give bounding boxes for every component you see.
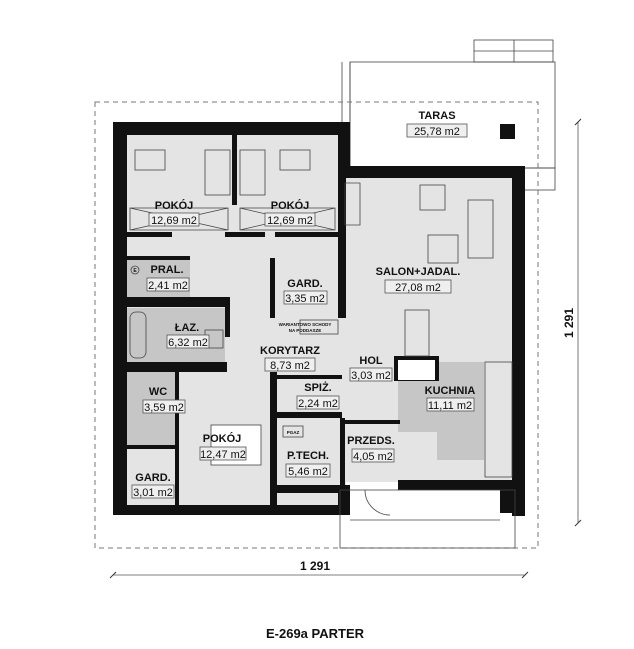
walls xyxy=(113,122,525,516)
room-label-pokoj-2: POKÓJ 12,69 m2 xyxy=(264,199,316,227)
room-name: POKÓJ xyxy=(155,199,194,212)
room-name: PRZEDS. xyxy=(347,435,395,447)
room-label-ptech: P.TECH. 5,46 m2 PGAZ xyxy=(282,425,331,478)
room-name: WC xyxy=(149,386,167,398)
room-area: 2,24 m2 xyxy=(298,398,338,410)
room-name: POKÓJ xyxy=(203,432,242,445)
room-name: POKÓJ xyxy=(271,199,310,212)
room-label-gard-1: GARD. 3,35 m2 xyxy=(283,278,328,305)
room-label-wc: WC 3,59 m2 xyxy=(142,386,186,414)
bathtub-icon xyxy=(129,311,147,359)
room-area: 4,05 m2 xyxy=(353,451,393,463)
room-label-spiz: SPIŻ. 2,24 m2 xyxy=(296,381,340,410)
room-area: 12,69 m2 xyxy=(267,215,313,227)
room-name: KUCHNIA xyxy=(425,385,476,397)
room-name: GARD. xyxy=(287,278,322,290)
room-area: 6,32 m2 xyxy=(168,337,208,349)
room-area: 5,46 m2 xyxy=(288,466,328,478)
plan-title: E-269a PARTER xyxy=(266,626,365,641)
boiler-icon xyxy=(282,425,304,438)
room-area: 3,01 m2 xyxy=(133,487,173,499)
bed-icon xyxy=(134,149,166,171)
room-name: TARAS xyxy=(418,110,455,122)
sofa-icon xyxy=(467,199,494,259)
note-line: NA PODDASZE xyxy=(289,328,322,333)
dimension-vertical: 1 291 xyxy=(562,118,582,527)
room-area: 25,78 m2 xyxy=(414,126,460,138)
dining-table-icon xyxy=(404,309,430,357)
roof-outline xyxy=(94,101,539,549)
room-label-przeds: PRZEDS. 4,05 m2 xyxy=(347,435,395,463)
table-icon xyxy=(427,234,459,264)
dimension-label: 1 291 xyxy=(562,308,576,338)
room-area: 8,73 m2 xyxy=(270,360,310,372)
room-label-pral: PRAL. 2,41 m2 E xyxy=(130,264,190,292)
room-name: P.TECH. xyxy=(287,450,329,462)
boiler-label: PGAZ xyxy=(287,430,300,435)
room-label-taras: TARAS 25,78 m2 xyxy=(406,110,468,138)
room-area: 12,47 m2 xyxy=(200,449,246,461)
room-area: 11,11 m2 xyxy=(428,400,472,412)
kitchen-counter-icon xyxy=(484,361,513,478)
room-name: SALON+JADAL. xyxy=(376,266,461,278)
room-name: KORYTARZ xyxy=(260,345,320,357)
room-area: 27,08 m2 xyxy=(395,282,441,294)
washer-icon xyxy=(130,265,140,275)
room-label-korytarz: KORYTARZ 8,73 m2 xyxy=(260,345,320,372)
room-name: SPIŻ. xyxy=(304,381,332,394)
stairs-note: WARIANTOWO SCHODY NA PODDASZE xyxy=(279,322,332,333)
room-label-salon: SALON+JADAL. 27,08 m2 xyxy=(376,266,461,294)
dimension-label: 1 291 xyxy=(300,559,330,573)
washer-symbol: E xyxy=(133,268,137,274)
bed-icon xyxy=(279,149,311,171)
room-area: 2,41 m2 xyxy=(148,280,188,292)
room-name: HOL xyxy=(359,355,383,367)
armchair-icon xyxy=(419,184,446,211)
room-name: GARD. xyxy=(135,472,170,484)
bed-icon xyxy=(239,149,266,196)
bed-icon xyxy=(204,149,231,196)
note-line: WARIANTOWO SCHODY xyxy=(279,322,332,327)
entrance-porch xyxy=(339,489,516,549)
room-name: ŁAZ. xyxy=(175,322,199,334)
room-name: PRAL. xyxy=(151,264,184,276)
column-icon xyxy=(500,124,515,139)
room-label-pokoj-3: POKÓJ 12,47 m2 xyxy=(199,432,247,461)
room-label-laz: ŁAZ. 6,32 m2 xyxy=(166,322,210,349)
room-area: 12,69 m2 xyxy=(151,215,197,227)
room-label-pokoj-1: POKÓJ 12,69 m2 xyxy=(148,199,200,227)
room-area: 3,59 m2 xyxy=(144,402,184,414)
dimension-horizontal: 1 291 xyxy=(109,559,529,579)
fireplace-icon xyxy=(344,182,361,226)
room-area: 3,35 m2 xyxy=(285,293,325,305)
room-label-kuchnia: KUCHNIA 11,11 m2 xyxy=(425,385,476,412)
room-label-hol: HOL 3,03 m2 xyxy=(349,355,393,382)
room-label-gard-2: GARD. 3,01 m2 xyxy=(131,472,175,499)
room-area: 3,03 m2 xyxy=(351,370,391,382)
